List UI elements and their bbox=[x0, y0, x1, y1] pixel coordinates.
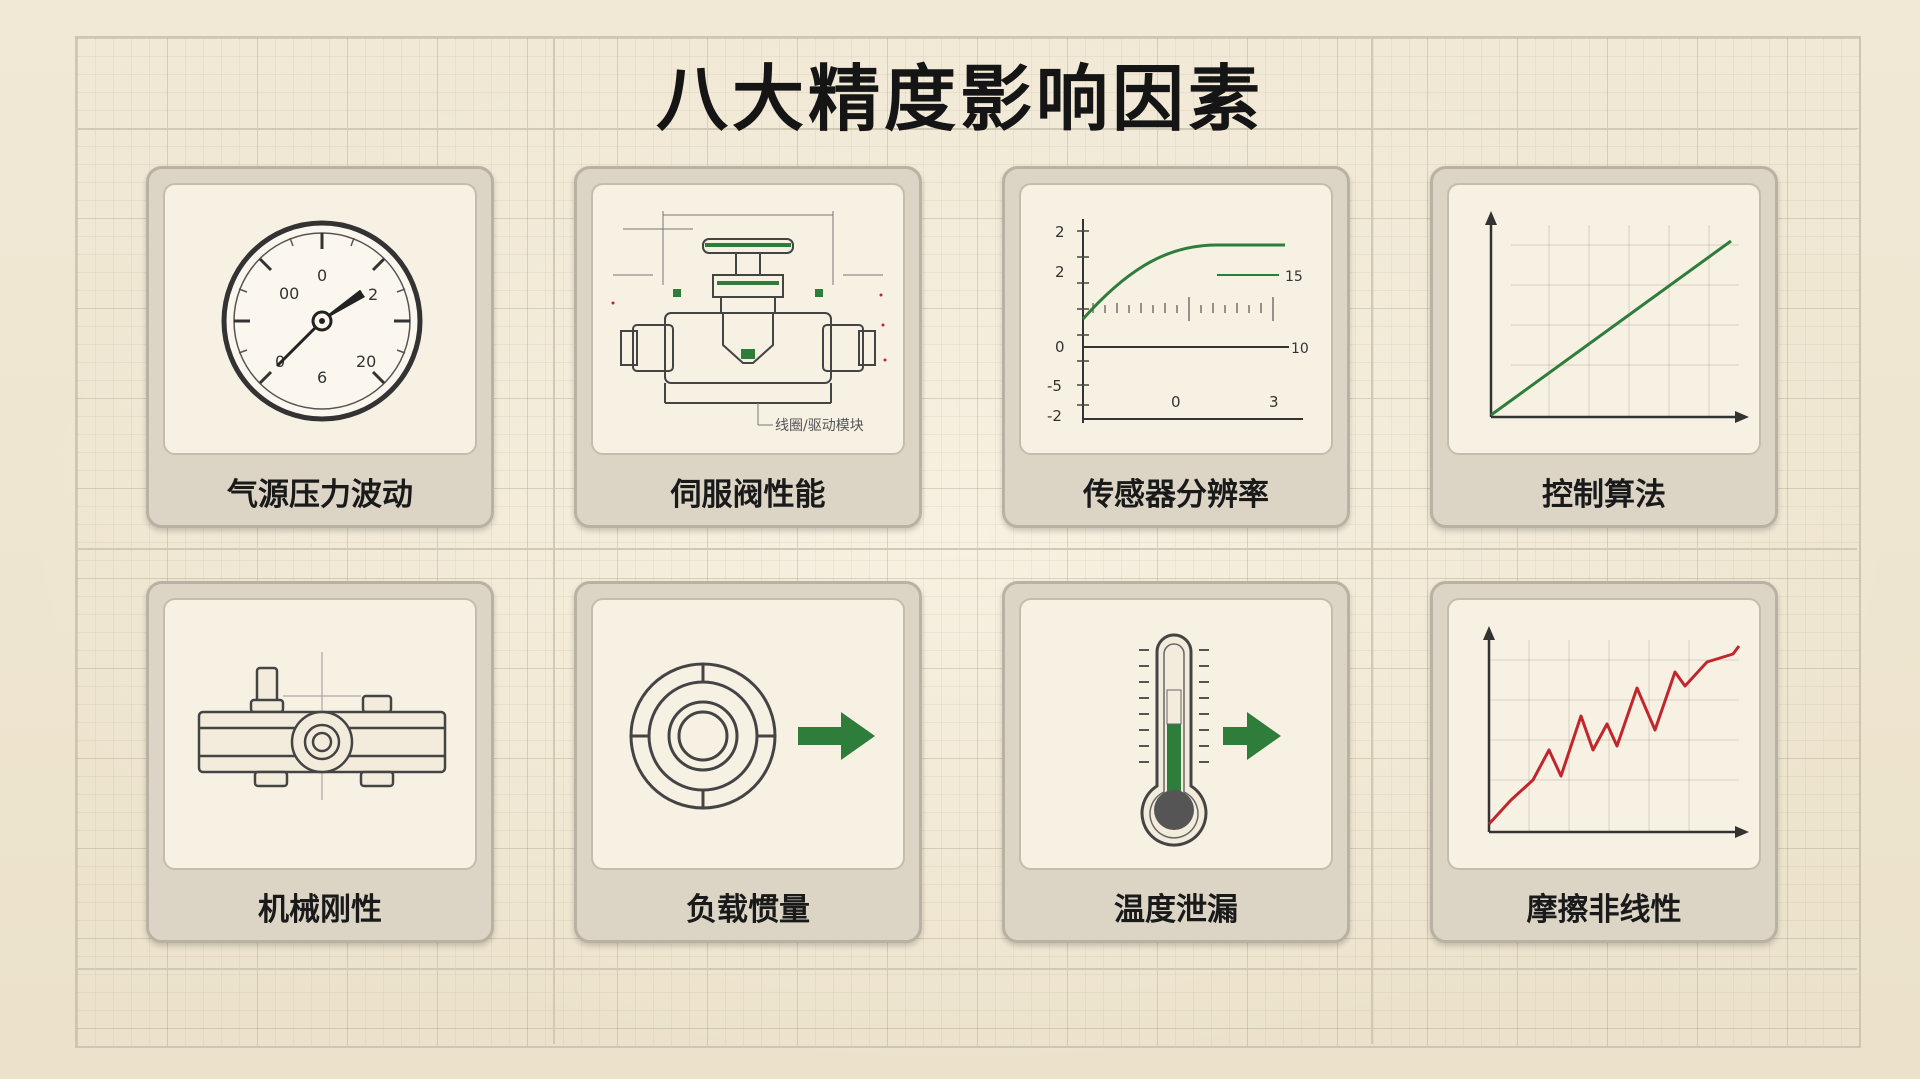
grid-divider bbox=[553, 36, 555, 1044]
right-label: 10 bbox=[1291, 341, 1309, 357]
servo-valve-drawing-icon: 线圈/驱动模块 bbox=[611, 211, 887, 434]
factor-card-servo-valve: 线圈/驱动模块 伺服阀性能 bbox=[574, 166, 922, 528]
card-illustration: 2 2 0 -5 -2 0 3 15 10 bbox=[1019, 183, 1333, 455]
card-label: 机械刚性 bbox=[258, 892, 382, 928]
y-tick-label: -2 bbox=[1047, 407, 1062, 425]
thermometer-icon bbox=[1139, 633, 1281, 847]
grid-divider bbox=[75, 548, 1857, 550]
gauge-tick-label: 20 bbox=[356, 352, 376, 371]
card-illustration bbox=[1447, 598, 1761, 870]
card-label: 摩擦非线性 bbox=[1526, 892, 1682, 928]
gauge-tick-label: 6 bbox=[317, 368, 327, 387]
factor-card-friction-nonlinearity: 摩擦非线性 bbox=[1430, 581, 1778, 943]
card-illustration bbox=[1447, 183, 1761, 455]
factor-card-temperature-leakage: 温度泄漏 bbox=[1002, 581, 1350, 943]
page-title: 八大精度影响因素 bbox=[655, 57, 1264, 141]
rotating-load-icon bbox=[629, 662, 875, 810]
sensor-resolution-chart-icon: 2 2 0 -5 -2 0 3 15 10 bbox=[1047, 219, 1309, 425]
card-label: 温度泄漏 bbox=[1114, 892, 1238, 928]
card-illustration: 00 0 2 0 6 20 bbox=[163, 183, 477, 455]
grid-divider bbox=[75, 128, 1857, 130]
drawing-annotation: 线圈/驱动模块 bbox=[775, 418, 864, 434]
card-label: 伺服阀性能 bbox=[670, 477, 826, 513]
card-label: 气源压力波动 bbox=[227, 477, 413, 513]
y-tick-label: 0 bbox=[1055, 338, 1065, 356]
linear-response-chart-icon bbox=[1485, 211, 1749, 423]
factor-card-air-pressure: 00 0 2 0 6 20 气源压力波动 bbox=[146, 166, 494, 528]
card-illustration bbox=[163, 598, 477, 870]
grid-divider bbox=[75, 968, 1857, 970]
pressure-gauge-icon: 00 0 2 0 6 20 bbox=[221, 220, 423, 422]
mechanical-block-icon bbox=[197, 652, 447, 800]
card-illustration bbox=[1019, 598, 1333, 870]
y-tick-label: 2 bbox=[1055, 223, 1065, 241]
nonlinear-friction-chart-icon bbox=[1483, 626, 1749, 838]
factor-card-mechanical-stiffness: 机械刚性 bbox=[146, 581, 494, 943]
right-label: 15 bbox=[1285, 269, 1303, 285]
gauge-tick-label: 00 bbox=[279, 284, 299, 303]
factor-card-control-algorithm: 控制算法 bbox=[1430, 166, 1778, 528]
y-tick-label: 2 bbox=[1055, 263, 1065, 281]
card-label: 负载惯量 bbox=[686, 892, 810, 928]
factor-card-sensor-resolution: 2 2 0 -5 -2 0 3 15 10 传感器分辨率 bbox=[1002, 166, 1350, 528]
y-tick-label: -5 bbox=[1047, 377, 1062, 395]
card-label: 传感器分辨率 bbox=[1083, 477, 1269, 513]
gauge-tick-label: 2 bbox=[368, 285, 378, 304]
x-tick-label: 3 bbox=[1269, 393, 1279, 411]
card-label: 控制算法 bbox=[1542, 477, 1666, 513]
card-illustration bbox=[591, 598, 905, 870]
grid-divider bbox=[1371, 36, 1373, 1044]
factor-card-load-inertia: 负载惯量 bbox=[574, 581, 922, 943]
card-illustration: 线圈/驱动模块 bbox=[591, 183, 905, 455]
gauge-tick-label: 0 bbox=[317, 266, 327, 285]
x-tick-label: 0 bbox=[1171, 393, 1181, 411]
